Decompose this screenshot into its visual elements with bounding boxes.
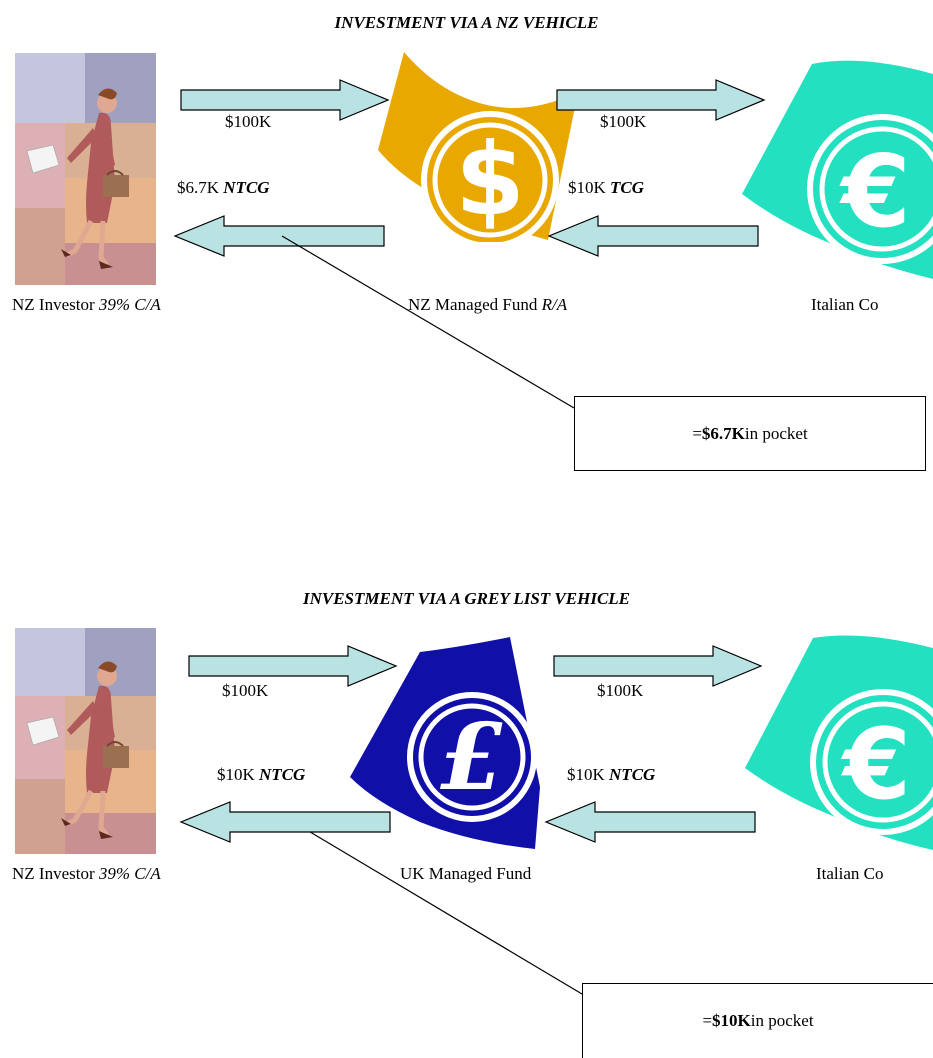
dollar-coin-icon: $ [378, 52, 578, 242]
section-title: INVESTMENT VIA A NZ VEHICLE [334, 13, 599, 32]
return-amount: $10K NTCG [217, 765, 306, 784]
investment-amount: $100K [600, 112, 647, 131]
return-arrow-left [544, 801, 756, 843]
pound-coin-icon: £ [350, 637, 540, 849]
return-arrow-left [179, 801, 391, 843]
investment-amount: $100K [225, 112, 272, 131]
euro-coin-icon: € [742, 60, 933, 279]
company-caption: Italian Co [816, 864, 884, 883]
investment-arrow-right [553, 645, 763, 687]
investor-caption: NZ Investor 39% C/A [12, 295, 161, 314]
svg-text:€: € [841, 708, 911, 822]
investment-amount: $100K [222, 681, 269, 700]
investment-arrow-right [180, 79, 390, 121]
company-caption: Italian Co [811, 295, 879, 314]
investor-illustration [15, 53, 156, 285]
svg-text:€: € [839, 133, 911, 250]
section-title: INVESTMENT VIA A GREY LIST VEHICLE [302, 589, 631, 608]
svg-text:£: £ [440, 703, 504, 811]
return-arrow-left [173, 215, 385, 257]
svg-text:$: $ [455, 121, 525, 238]
investment-arrow-right [556, 79, 766, 121]
return-arrow-left [547, 215, 759, 257]
investment-amount: $100K [597, 681, 644, 700]
investor-caption: NZ Investor 39% C/A [12, 864, 161, 883]
return-amount: $10K NTCG [567, 765, 656, 784]
investment-arrow-right [188, 645, 398, 687]
fund-caption: UK Managed Fund [400, 864, 532, 883]
return-amount: $6.7K NTCG [177, 178, 270, 197]
return-amount: $10K TCG [568, 178, 645, 197]
investor-illustration [15, 628, 156, 854]
euro-coin-icon: € [745, 635, 933, 850]
result-box: = $10K in pocket [582, 983, 933, 1058]
fund-caption: NZ Managed Fund R/A [408, 295, 568, 314]
result-box: = $6.7K in pocket [574, 396, 926, 471]
